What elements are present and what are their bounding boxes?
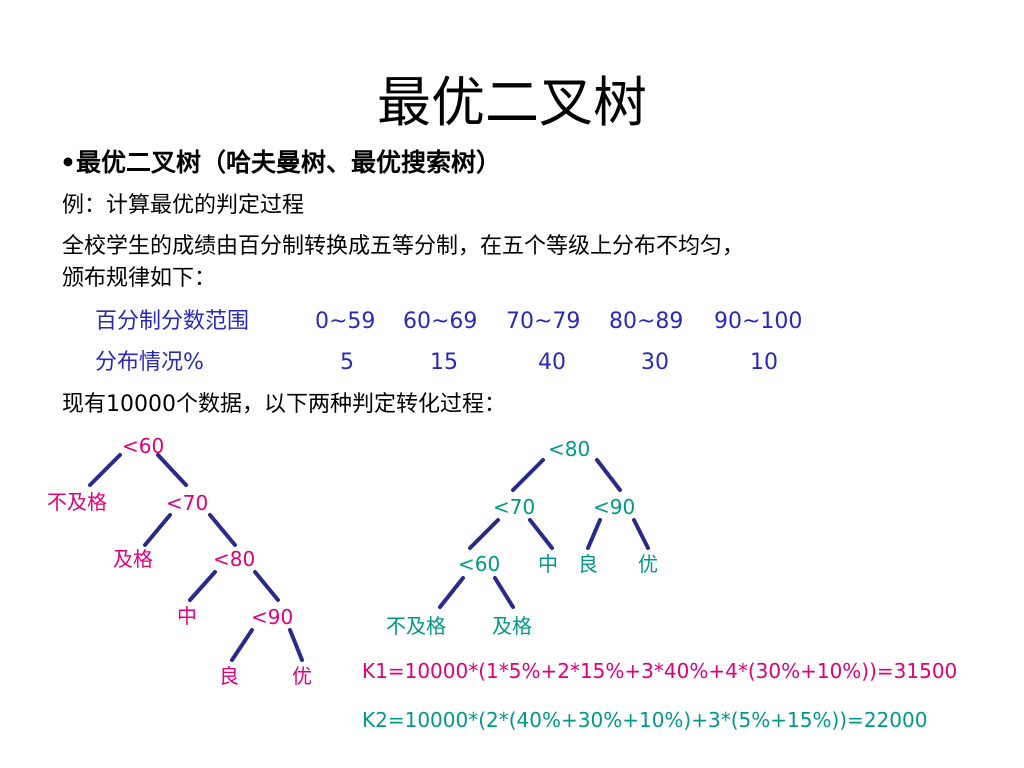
percent-cell: 40 [538,350,566,375]
tree2-leaf-pass: 及格 [492,614,532,638]
tree2-leaf-mid: 中 [538,552,558,576]
tree1-leaf-excellent: 优 [292,664,312,688]
description-line-1: 全校学生的成绩由百分制转换成五等分制，在五个等级上分布不均匀， [62,234,745,259]
tree1-node-lt70: <70 [166,491,209,515]
tree2-node-lt90: <90 [593,495,636,519]
percent-cell: 15 [430,350,458,375]
tree2-edge [528,518,554,550]
range-row-label: 百分制分数范围 [95,309,250,334]
tree1-node-lt60: <60 [122,434,165,458]
range-cell: 0~59 [315,309,376,334]
tree1-edge [208,513,237,547]
formula-k2: K2=10000*(2*(40%+30%+10%)+3*(5%+15%))=22… [362,708,928,732]
range-cell: 90~100 [714,309,803,334]
tree1-leaf-mid: 中 [177,604,197,628]
tree2-leaf-excellent: 优 [638,552,658,576]
formula-k1: K1=10000*(1*5%+2*15%+3*40%+4*(30%+10%))=… [362,659,958,683]
tree1-node-lt90: <90 [251,605,294,629]
tree2-edge [493,576,515,609]
tree1-edge [230,628,254,662]
tree1-edge [156,453,188,487]
tree2-edge [595,458,622,492]
tree2-edge [632,518,650,550]
tree1-leaf-pass: 及格 [113,547,153,571]
tree1-edge [188,570,217,602]
range-cell: 70~79 [506,309,581,334]
intro-line: 现有10000个数据，以下两种判定转化过程： [62,392,506,417]
tree1-edge [253,570,280,602]
range-cell: 60~69 [403,309,478,334]
tree2-leaf-fail: 不及格 [386,614,446,638]
tree2-node-lt70: <70 [493,495,536,519]
tree1-edge [288,628,304,662]
percent-cell: 30 [641,350,669,375]
example-line: 例：计算最优的判定过程 [62,193,305,218]
tree2-edge [511,458,545,492]
tree1-leaf-fail: 不及格 [47,490,107,514]
tree1-leaf-good: 良 [219,664,239,688]
percent-cell: 10 [750,350,778,375]
tree2-edge [468,518,500,550]
tree2-node-lt60: <60 [458,552,501,576]
slide-title: 最优二叉树 [377,71,647,134]
tree1-edge [143,513,172,547]
bullet-heading: •最优二叉树（哈夫曼树、最优搜索树） [60,148,501,177]
tree2-edge [586,518,602,550]
tree1-node-lt80: <80 [213,547,256,571]
tree2-node-lt80: <80 [548,437,591,461]
percent-row-label: 分布情况% [95,350,204,375]
percent-cell: 5 [340,350,354,375]
tree2-edge [438,576,465,609]
tree1-edge [88,453,122,487]
description-line-2: 颁布规律如下： [62,266,217,291]
range-cell: 80~89 [609,309,684,334]
tree2-leaf-good: 良 [578,552,598,576]
